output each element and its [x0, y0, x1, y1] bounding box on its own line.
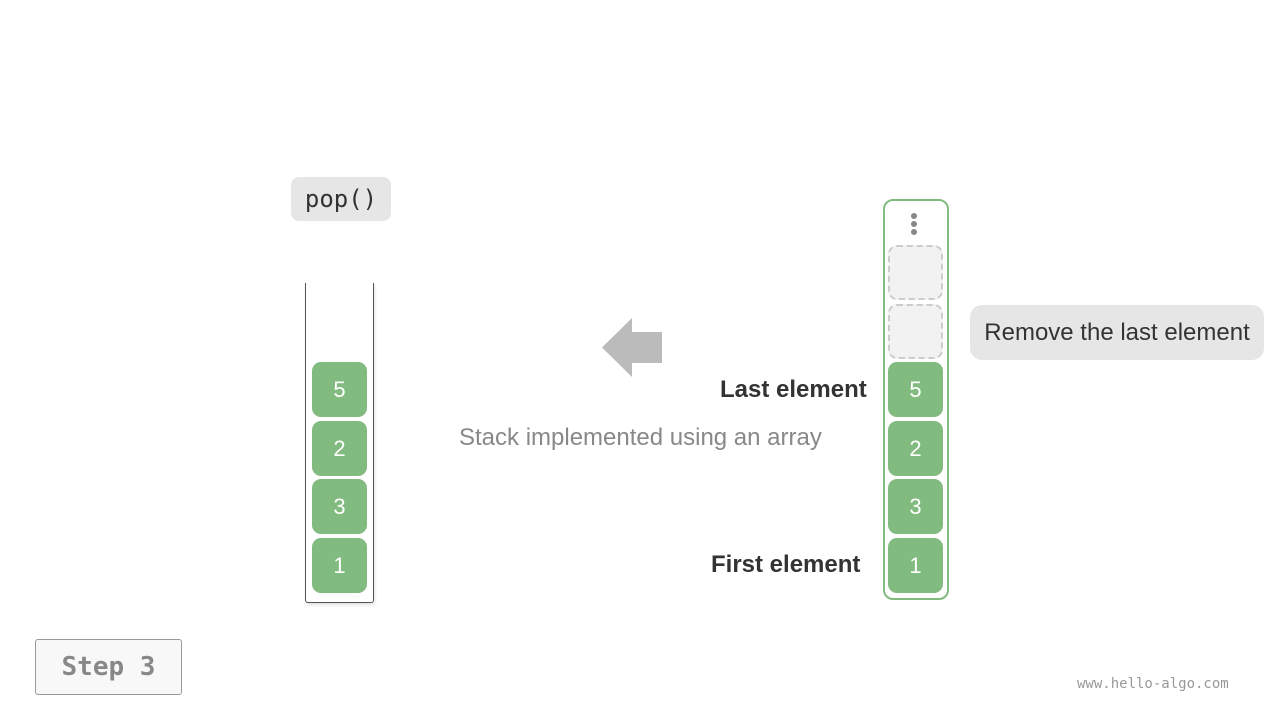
stack-cell: 2 — [312, 421, 367, 476]
watermark: www.hello-algo.com — [1077, 676, 1229, 692]
array-empty-slot — [888, 245, 943, 300]
step-indicator: Step 3 — [35, 639, 182, 695]
array-cell: 1 — [888, 538, 943, 593]
array-cell: 2 — [888, 421, 943, 476]
stack-cell: 1 — [312, 538, 367, 593]
array-empty-slot — [888, 304, 943, 359]
array-container — [883, 199, 949, 600]
stack-container — [305, 283, 374, 603]
vertical-ellipsis-icon — [909, 212, 919, 236]
array-cell: 3 — [888, 479, 943, 534]
stack-cell: 3 — [312, 479, 367, 534]
left-arrow-icon — [602, 318, 662, 377]
diagram-caption: Stack implemented using an array — [459, 424, 822, 451]
stack-cell: 5 — [312, 362, 367, 417]
last-element-label: Last element — [720, 376, 867, 403]
operation-label: pop() — [291, 177, 391, 221]
array-cell: 5 — [888, 362, 943, 417]
operation-note: Remove the last element — [970, 305, 1264, 360]
first-element-label: First element — [711, 551, 861, 578]
